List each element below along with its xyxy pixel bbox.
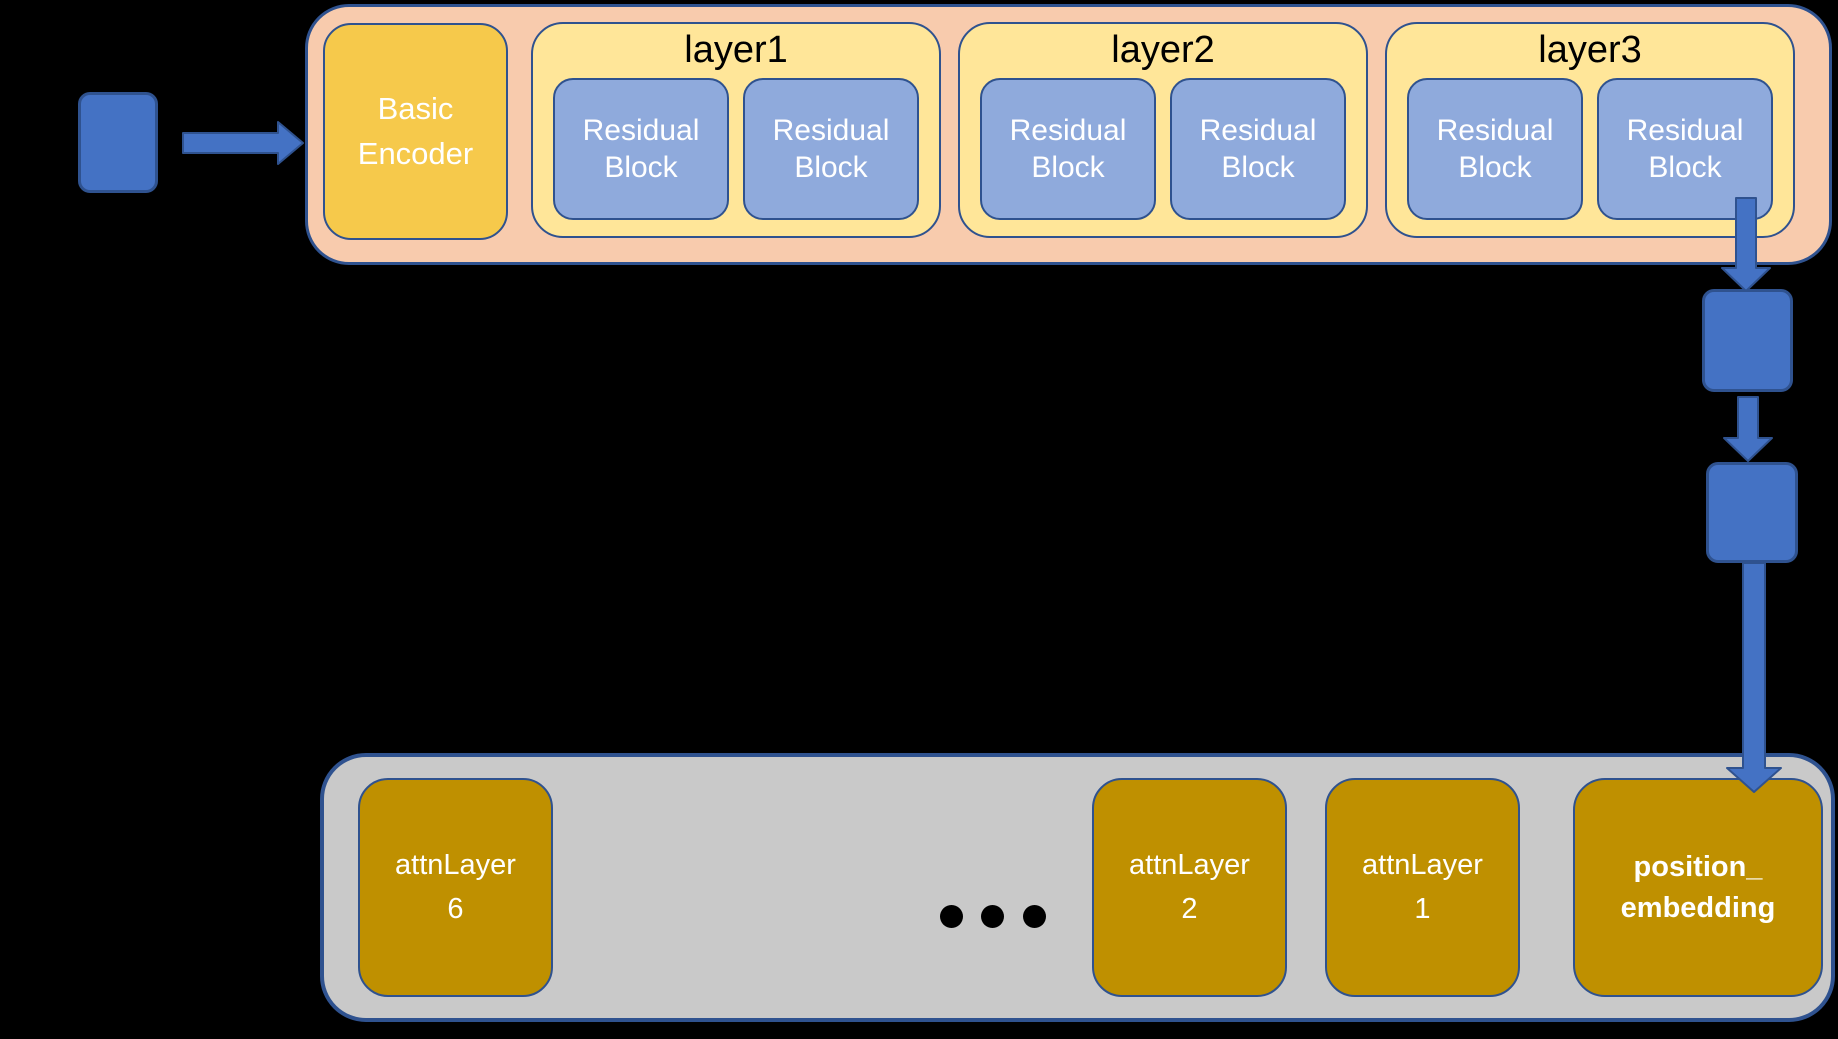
- residual-block: Residual Block: [743, 78, 919, 220]
- feature-node-box-1: [1702, 289, 1793, 392]
- attn-layer-2-label-line1: attnLayer: [1129, 849, 1250, 881]
- basic-encoder-label-line2: Encoder: [357, 135, 474, 171]
- residual-block-label-line1: Residual: [1626, 113, 1744, 147]
- ellipsis-dot: [1023, 905, 1046, 928]
- attn-layer-2-label-line2: 2: [1181, 892, 1198, 925]
- input-to-encoder-arrow: [182, 121, 304, 165]
- residual-block: Residual Block: [1597, 78, 1773, 220]
- layer1-title: layer1: [684, 29, 788, 71]
- feature-downsample-arrow: [1723, 396, 1773, 462]
- position-embedding-box: position_ embedding: [1573, 778, 1823, 997]
- feature-node-box-2: [1706, 462, 1798, 563]
- position-embedding-label-line1: position_: [1633, 850, 1763, 883]
- residual-block: Residual Block: [553, 78, 729, 220]
- attn-layer-1-box: attnLayer 1: [1325, 778, 1520, 997]
- residual-block-label-line1: Residual: [582, 113, 700, 147]
- residual-block-label-line2: Block: [1221, 151, 1295, 184]
- residual-block-label-line2: Block: [604, 151, 678, 184]
- attn-layer-1-label-line1: attnLayer: [1362, 849, 1483, 881]
- layer1-blocks-row: Residual Block Residual Block: [533, 78, 939, 220]
- encoder-pipeline-container: Basic Encoder layer1 Residual Block Resi…: [305, 4, 1832, 265]
- basic-encoder-box: Basic Encoder: [323, 23, 508, 240]
- residual-block-label-line1: Residual: [1436, 113, 1554, 147]
- layer2-blocks-row: Residual Block Residual Block: [960, 78, 1366, 220]
- residual-block: Residual Block: [1407, 78, 1583, 220]
- layer2-title: layer2: [1111, 29, 1215, 71]
- residual-block: Residual Block: [1170, 78, 1346, 220]
- residual-block-label-line2: Block: [1031, 151, 1105, 184]
- attn-layer-1-label-line2: 1: [1414, 892, 1431, 925]
- residual-block-label-line2: Block: [794, 151, 868, 184]
- layer3-box: layer3 Residual Block Residual Block: [1385, 22, 1795, 238]
- residual-block-label-line1: Residual: [772, 113, 890, 147]
- residual-block-label-line1: Residual: [1199, 113, 1317, 147]
- attn-layer-2-box: attnLayer 2: [1092, 778, 1287, 997]
- attention-stack-container: attnLayer 6 attnLayer 2 attnLayer 1 posi…: [320, 753, 1835, 1022]
- basic-encoder-label-line1: Basic: [377, 90, 454, 126]
- input-node-box: [78, 92, 158, 193]
- residual-block: Residual Block: [980, 78, 1156, 220]
- attn-layer-6-label-line2: 6: [447, 892, 464, 925]
- position-embedding-label-line2: embedding: [1620, 891, 1776, 924]
- attn-layer-6-box: attnLayer 6: [358, 778, 553, 997]
- attn-layer-6-label-line1: attnLayer: [395, 849, 516, 881]
- ellipsis-dot: [940, 905, 963, 928]
- layer3-title: layer3: [1538, 29, 1642, 71]
- layer2-box: layer2 Residual Block Residual Block: [958, 22, 1368, 238]
- layer3-blocks-row: Residual Block Residual Block: [1387, 78, 1793, 220]
- residual-block-label-line1: Residual: [1009, 113, 1127, 147]
- residual-block-label-line2: Block: [1458, 151, 1532, 184]
- layer1-box: layer1 Residual Block Residual Block: [531, 22, 941, 238]
- ellipsis-dot: [981, 905, 1004, 928]
- residual-block-label-line2: Block: [1648, 151, 1722, 184]
